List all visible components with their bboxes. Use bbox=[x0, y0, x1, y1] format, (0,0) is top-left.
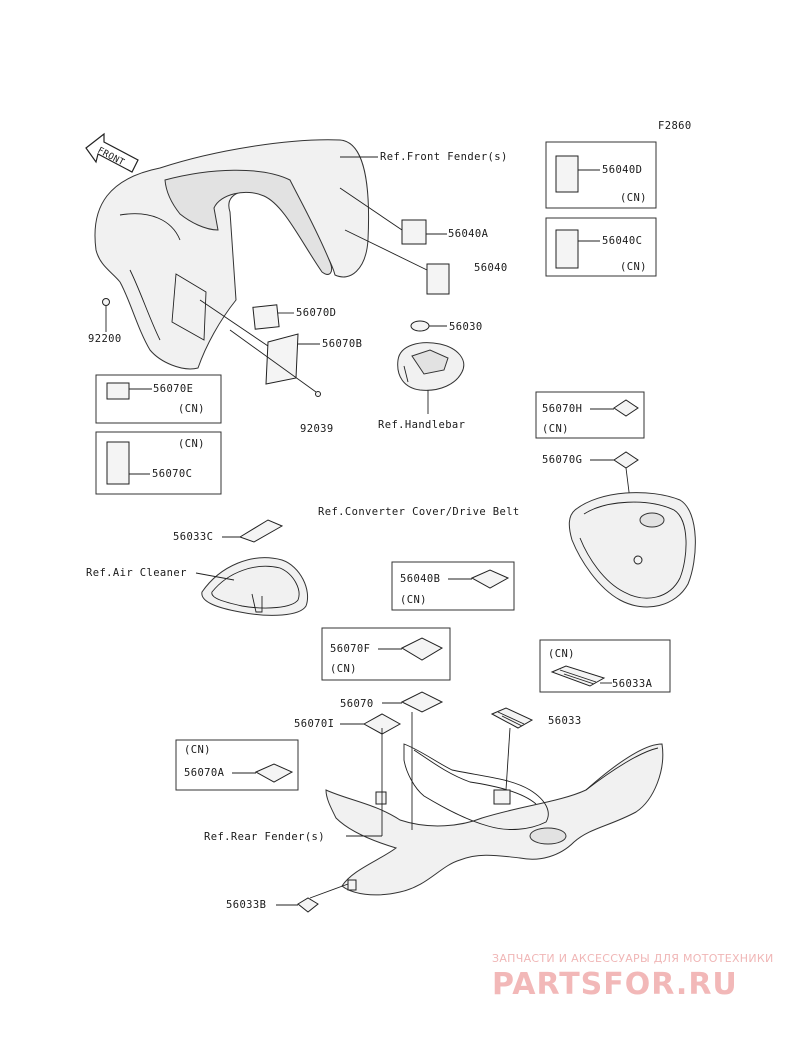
decal-56070-icon bbox=[400, 691, 444, 713]
part-56033a[interactable]: 56033A bbox=[612, 678, 653, 690]
decal-56040c-icon bbox=[555, 229, 579, 269]
box-56033a bbox=[539, 639, 671, 693]
converter-cover-drawing bbox=[568, 492, 696, 608]
cn-56070h: (CN) bbox=[542, 423, 569, 435]
part-92200[interactable]: 92200 bbox=[88, 333, 122, 345]
decal-56040-icon bbox=[426, 263, 450, 295]
decal-56040d-icon bbox=[555, 155, 579, 193]
box-56070a bbox=[175, 739, 299, 791]
ref-handlebar-label: Ref.Handlebar bbox=[378, 419, 465, 431]
part-56070e[interactable]: 56070E bbox=[153, 383, 193, 395]
box-56070f bbox=[321, 627, 451, 681]
decal-56033b-icon bbox=[297, 897, 319, 913]
part-56030[interactable]: 56030 bbox=[449, 321, 483, 333]
part-56040[interactable]: 56040 bbox=[474, 262, 508, 274]
cn-56070a: (CN) bbox=[184, 744, 211, 756]
part-56040a[interactable]: 56040A bbox=[448, 228, 489, 240]
part-56040c[interactable]: 56040C bbox=[602, 235, 642, 247]
part-56070a[interactable]: 56070A bbox=[184, 767, 225, 779]
decal-56070f-icon bbox=[400, 637, 444, 661]
decal-56040b-icon bbox=[470, 569, 510, 589]
box-56040d bbox=[545, 141, 657, 209]
decal-56070i-icon bbox=[362, 713, 402, 735]
cn-56070e: (CN) bbox=[178, 403, 205, 415]
part-56030-cap-icon bbox=[410, 320, 430, 332]
part-56070h[interactable]: 56070H bbox=[542, 403, 582, 415]
rear-fender-drawing bbox=[325, 743, 664, 896]
decal-56070a-icon bbox=[254, 763, 294, 783]
front-fender-drawing bbox=[94, 139, 370, 370]
box-56040b bbox=[391, 561, 515, 611]
ref-front-fender-label: Ref.Front Fender(s) bbox=[380, 151, 508, 163]
box-56070e bbox=[95, 374, 222, 424]
handlebar-cover-drawing bbox=[397, 342, 465, 391]
part-56070f[interactable]: 56070F bbox=[330, 643, 370, 655]
decal-56070c-icon bbox=[106, 441, 130, 485]
front-arrow-icon: FRONT bbox=[85, 132, 139, 173]
box-56040c bbox=[545, 217, 657, 277]
decal-56033a-icon bbox=[550, 665, 606, 687]
ref-air-cleaner-label: Ref.Air Cleaner bbox=[86, 567, 187, 579]
ref-rear-fender-label: Ref.Rear Fender(s) bbox=[204, 831, 325, 843]
decal-56070g-icon bbox=[613, 451, 639, 469]
ref-converter-label: Ref.Converter Cover/Drive Belt bbox=[318, 506, 520, 518]
part-56033b[interactable]: 56033B bbox=[226, 899, 266, 911]
part-56070i[interactable]: 56070I bbox=[294, 718, 334, 730]
cn-56033a: (CN) bbox=[548, 648, 575, 660]
watermark-tagline: ЗАПЧАСТИ И АКСЕССУАРЫ ДЛЯ МОТОТЕХНИКИ bbox=[492, 952, 774, 965]
decal-56033c-icon bbox=[238, 519, 284, 543]
cn-56040b: (CN) bbox=[400, 594, 427, 606]
decal-56033-icon bbox=[490, 707, 534, 729]
part-56070g[interactable]: 56070G bbox=[542, 454, 582, 466]
part-92039[interactable]: 92039 bbox=[300, 423, 334, 435]
part-56070b[interactable]: 56070B bbox=[322, 338, 362, 350]
decal-56070d-icon bbox=[252, 304, 280, 330]
figure-code: F2860 bbox=[658, 120, 692, 132]
decal-56070e-icon bbox=[106, 382, 130, 400]
part-56040d[interactable]: 56040D bbox=[602, 164, 642, 176]
cn-56040c: (CN) bbox=[620, 261, 647, 273]
part-56070d[interactable]: 56070D bbox=[296, 307, 336, 319]
decal-56040a-icon bbox=[401, 219, 427, 245]
cn-56040d: (CN) bbox=[620, 192, 647, 204]
part-56040b[interactable]: 56040B bbox=[400, 573, 440, 585]
box-56070c bbox=[95, 431, 222, 495]
part-56070c[interactable]: 56070C bbox=[152, 468, 192, 480]
box-56070h bbox=[535, 391, 645, 439]
watermark-logo: PARTSFOR.RU bbox=[492, 967, 738, 1002]
decal-56070h-icon bbox=[613, 399, 639, 417]
part-56070[interactable]: 56070 bbox=[340, 698, 374, 710]
cn-56070c: (CN) bbox=[178, 438, 205, 450]
cn-56070f: (CN) bbox=[330, 663, 357, 675]
part-56033c[interactable]: 56033C bbox=[173, 531, 213, 543]
part-56033[interactable]: 56033 bbox=[548, 715, 582, 727]
air-cleaner-cover-drawing bbox=[201, 557, 308, 616]
